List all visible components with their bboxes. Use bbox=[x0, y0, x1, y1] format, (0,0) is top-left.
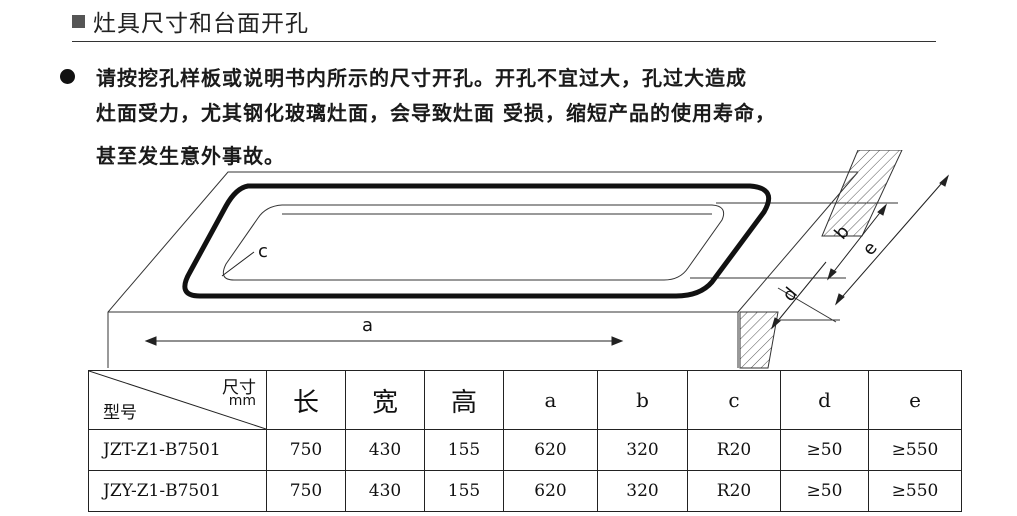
col-header-length: 长 bbox=[266, 370, 346, 430]
col-header-c: c bbox=[687, 370, 781, 430]
header-dim-label: 尺寸 bbox=[222, 378, 256, 398]
value-cell: R20 bbox=[687, 470, 781, 512]
ext-line-e bbox=[777, 287, 837, 323]
cutout-outer-outline bbox=[182, 183, 772, 299]
note-line-3: 甚至发生意外事故。 bbox=[96, 144, 285, 168]
spec-table: 尺寸 mm 型号 长 宽 高 a b c d e JZT-Z1-B7501 75… bbox=[88, 370, 962, 512]
value-cell: 430 bbox=[345, 429, 425, 471]
model-cell: JZY-Z1-B7501 bbox=[88, 470, 267, 512]
label-c: c bbox=[258, 241, 268, 262]
table-row: JZT-Z1-B7501 750 430 155 620 320 R20 ≥50… bbox=[88, 429, 962, 471]
section-heading: 灶具尺寸和台面开孔 bbox=[72, 4, 309, 38]
table-row: JZY-Z1-B7501 750 430 155 620 320 R20 ≥50… bbox=[88, 470, 962, 512]
value-cell: 430 bbox=[345, 470, 425, 512]
value-cell: ≥550 bbox=[868, 470, 962, 512]
header-diagonal-cell: 尺寸 mm 型号 bbox=[88, 370, 267, 430]
value-cell: ≥550 bbox=[868, 429, 962, 471]
cutout-inner-outline bbox=[222, 204, 725, 281]
value-cell: 750 bbox=[266, 429, 346, 471]
value-cell: ≥50 bbox=[780, 470, 869, 512]
bullet-dot-icon bbox=[60, 69, 75, 84]
value-cell: 620 bbox=[503, 470, 598, 512]
value-cell: 155 bbox=[424, 470, 504, 512]
dim-line-b bbox=[827, 204, 887, 280]
table-header-row: 尺寸 mm 型号 长 宽 高 a b c d e bbox=[88, 370, 962, 430]
col-header-width: 宽 bbox=[345, 370, 425, 430]
value-cell: 320 bbox=[597, 429, 688, 471]
value-cell: ≥50 bbox=[780, 429, 869, 471]
col-header-height: 高 bbox=[424, 370, 504, 430]
dim-line-c bbox=[221, 251, 255, 277]
section-title: 灶具尺寸和台面开孔 bbox=[93, 11, 309, 37]
header-unit-label: mm bbox=[228, 393, 256, 409]
hatched-section-lower bbox=[739, 311, 779, 369]
hatched-section bbox=[821, 150, 903, 237]
col-header-d: d bbox=[780, 370, 869, 430]
col-header-a: a bbox=[503, 370, 598, 430]
square-bullet-icon bbox=[72, 14, 85, 28]
label-d: d bbox=[778, 283, 801, 305]
value-cell: 320 bbox=[597, 470, 688, 512]
note-line-2: 灶面受力，尤其钢化玻璃灶面，会导致灶面 受损，缩短产品的使用寿命， bbox=[96, 101, 776, 125]
note-line-1: 请按挖孔样板或说明书内所示的尺寸开孔。开孔不宜过大，孔过大造成 bbox=[96, 66, 747, 90]
col-header-e: e bbox=[868, 370, 962, 430]
heading-divider bbox=[72, 41, 936, 42]
value-cell: 620 bbox=[503, 429, 598, 471]
countertop-right-edge bbox=[737, 171, 859, 313]
dim-line-e bbox=[835, 175, 949, 305]
dim-line-d bbox=[771, 261, 827, 329]
value-cell: 750 bbox=[266, 470, 346, 512]
col-header-b: b bbox=[597, 370, 688, 430]
value-cell: R20 bbox=[687, 429, 781, 471]
header-model-label: 型号 bbox=[103, 403, 137, 423]
countertop-diagram: a c b e d bbox=[107, 150, 949, 369]
value-cell: 155 bbox=[424, 429, 504, 471]
model-cell: JZT-Z1-B7501 bbox=[88, 429, 267, 471]
label-a: a bbox=[362, 315, 373, 336]
countertop-outline bbox=[107, 171, 858, 368]
header-diagonal-line bbox=[89, 371, 266, 429]
